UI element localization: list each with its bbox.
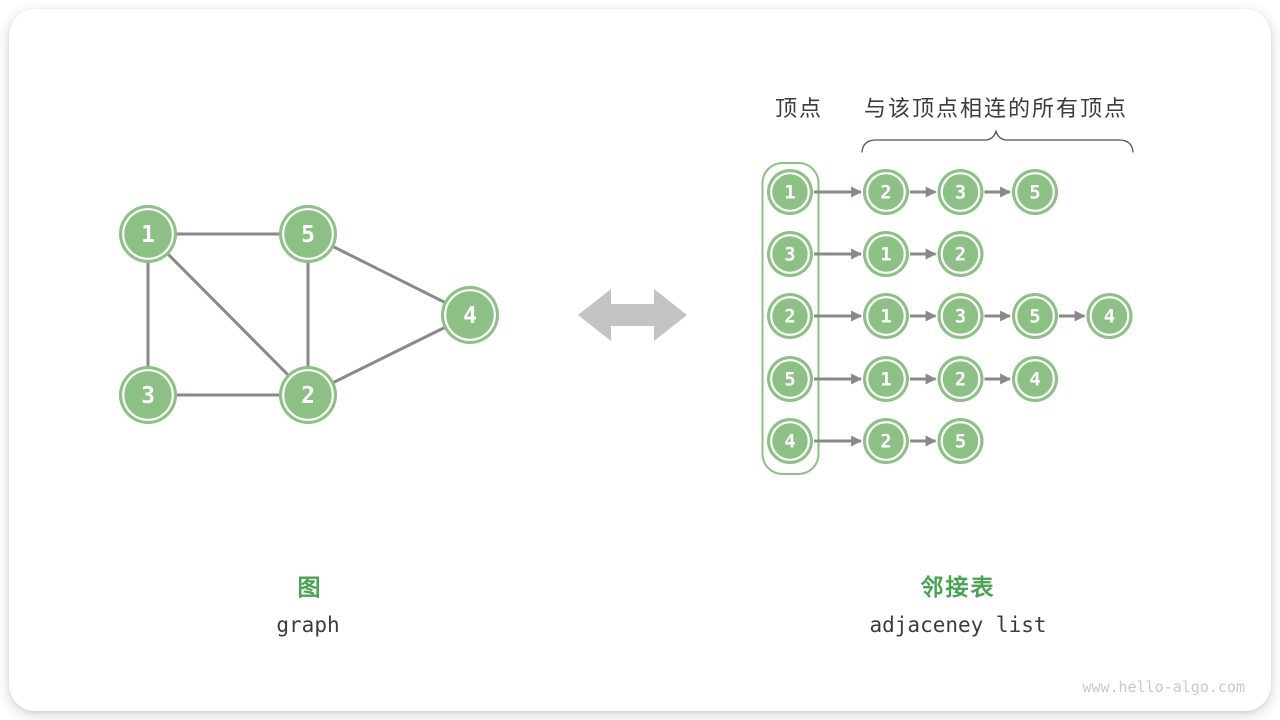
adj-node-4-5: 5 bbox=[937, 418, 984, 464]
graph-node-3-label: 3 bbox=[141, 383, 155, 409]
adj-row-4: 4 2 5 bbox=[767, 418, 984, 464]
vertex-column-header: 顶点 bbox=[774, 96, 824, 121]
right-caption-en: adjaceney list bbox=[869, 613, 1047, 637]
graph-node-5: 5 bbox=[279, 205, 337, 263]
adj-vertex-3-label: 3 bbox=[784, 244, 795, 266]
adj-node-2-5: 5 bbox=[1012, 293, 1058, 339]
adj-node-2-3: 3 bbox=[937, 293, 984, 339]
adj-row-3: 3 1 2 bbox=[767, 231, 984, 277]
adj-node-3-2-label: 2 bbox=[955, 244, 966, 266]
graph-diagram: 1 5 4 3 2 bbox=[119, 205, 499, 424]
adj-node-3-2: 2 bbox=[937, 231, 984, 277]
adj-vertex-3: 3 bbox=[767, 231, 813, 277]
adj-node-1-3: 3 bbox=[937, 169, 984, 215]
adj-vertex-2: 2 bbox=[767, 293, 813, 339]
graph-edge-5-4 bbox=[307, 232, 471, 317]
adj-node-2-4-label: 4 bbox=[1104, 306, 1115, 328]
adj-row-5: 5 1 2 4 bbox=[767, 356, 1058, 402]
right-caption-zh: 邻接表 bbox=[920, 574, 996, 600]
brace-icon bbox=[861, 129, 1134, 153]
adj-node-4-2-label: 2 bbox=[880, 431, 891, 453]
adj-row-1: 1 2 3 5 bbox=[767, 169, 1058, 215]
adj-node-5-4-label: 4 bbox=[1029, 369, 1040, 391]
adj-node-2-1: 1 bbox=[863, 293, 909, 339]
figure-card bbox=[9, 9, 1271, 711]
adj-node-5-1-label: 1 bbox=[880, 369, 891, 391]
adj-vertex-5-label: 5 bbox=[784, 369, 795, 391]
adj-node-1-2-label: 2 bbox=[880, 182, 891, 204]
adj-node-4-2: 2 bbox=[863, 418, 909, 464]
vertex-column-outline bbox=[761, 162, 820, 475]
adj-node-3-1: 1 bbox=[863, 231, 909, 277]
adj-vertex-1-label: 1 bbox=[784, 182, 795, 204]
adj-node-2-5-label: 5 bbox=[1029, 306, 1040, 328]
adj-node-5-2-label: 2 bbox=[955, 369, 966, 391]
graph-node-1: 1 bbox=[119, 205, 177, 263]
adj-node-1-3-label: 3 bbox=[955, 182, 966, 204]
adj-vertex-4-label: 4 bbox=[784, 431, 795, 453]
graph-node-2-label: 2 bbox=[301, 383, 315, 409]
graph-node-2: 2 bbox=[279, 366, 337, 424]
adjacency-list-diagram: 1 2 3 5 3 1 2 2 1 3 5 4 5 1 2 4 4 2 5 bbox=[767, 169, 1133, 464]
adj-node-5-2: 2 bbox=[937, 356, 984, 402]
double-arrow-icon bbox=[578, 289, 687, 341]
left-caption-en: graph bbox=[276, 613, 340, 637]
adj-node-1-5: 5 bbox=[1012, 169, 1058, 215]
adj-node-5-1: 1 bbox=[863, 356, 909, 402]
adj-node-2-4: 4 bbox=[1086, 293, 1133, 339]
graph-node-1-label: 1 bbox=[141, 222, 155, 248]
adj-row-2: 2 1 3 5 4 bbox=[767, 293, 1133, 339]
adj-node-3-1-label: 1 bbox=[880, 244, 891, 266]
graph-node-4-label: 4 bbox=[463, 303, 477, 329]
graph-edge-1-2 bbox=[146, 232, 310, 397]
adj-node-4-5-label: 5 bbox=[955, 431, 966, 453]
adj-node-2-1-label: 1 bbox=[880, 306, 891, 328]
graph-node-5-label: 5 bbox=[301, 222, 315, 248]
adj-vertex-2-label: 2 bbox=[784, 306, 795, 328]
adj-node-2-3-label: 3 bbox=[955, 306, 966, 328]
adj-vertex-5: 5 bbox=[767, 356, 813, 402]
left-caption-zh: 图 bbox=[297, 574, 323, 600]
adj-node-5-4: 4 bbox=[1012, 356, 1058, 402]
adj-vertex-4: 4 bbox=[767, 418, 813, 464]
adj-node-1-5-label: 5 bbox=[1029, 182, 1040, 204]
graph-node-4: 4 bbox=[441, 286, 499, 344]
adj-vertex-1: 1 bbox=[767, 169, 813, 215]
watermark: www.hello-algo.com bbox=[1082, 678, 1245, 696]
graph-edge-2-4 bbox=[307, 313, 471, 397]
neighbors-column-header: 与该顶点相连的所有顶点 bbox=[863, 96, 1129, 121]
adj-node-1-2: 2 bbox=[863, 169, 909, 215]
graph-node-3: 3 bbox=[119, 366, 177, 424]
